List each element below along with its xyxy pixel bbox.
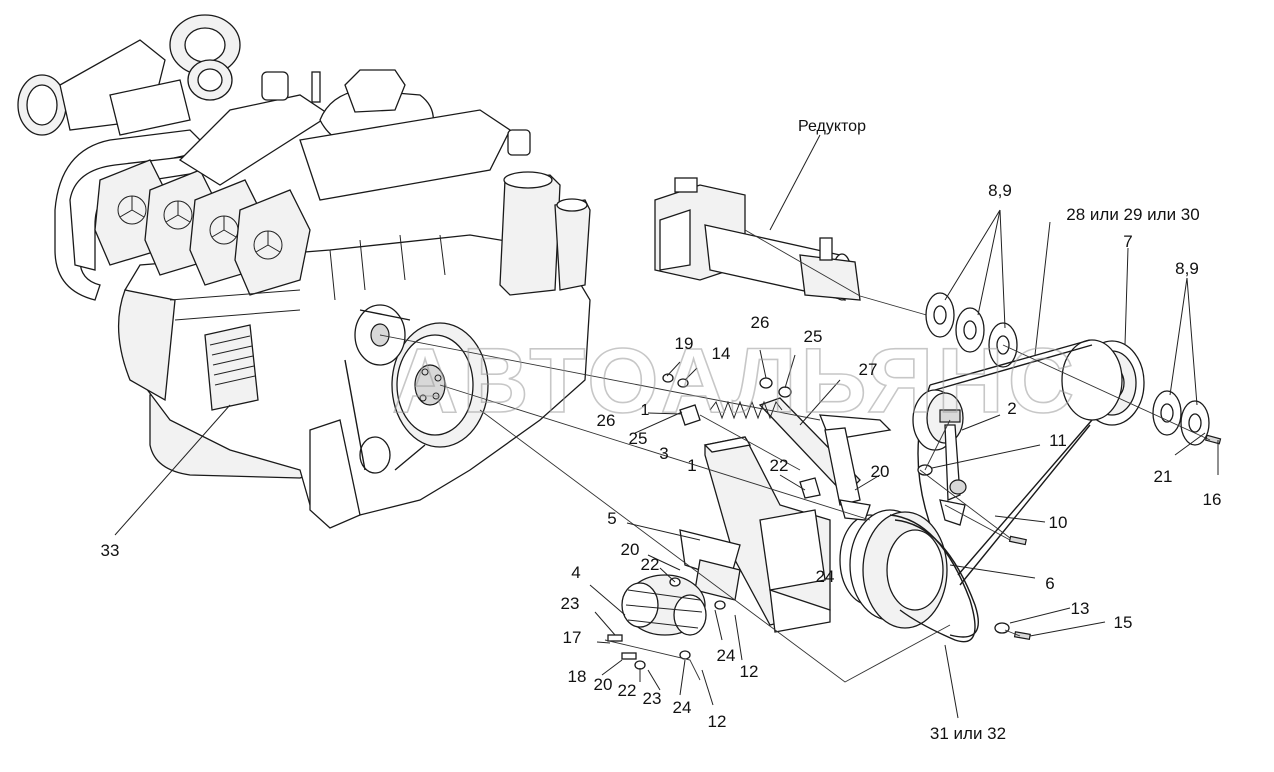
- callout-6: 6: [1045, 574, 1054, 593]
- callout-25-bottom: 25: [629, 429, 648, 448]
- valve-cover-4: [234, 189, 311, 296]
- callout-12-bottom: 12: [708, 712, 727, 731]
- callout-24-right: 24: [816, 567, 835, 586]
- callout-4: 4: [571, 563, 580, 582]
- callout-8-9-right: 8,9: [1175, 259, 1199, 278]
- compressor-pulley-6: [839, 509, 979, 643]
- callout-22-center: 22: [770, 456, 789, 475]
- leader-lines: [114, 134, 1219, 719]
- callout-23-upper: 23: [561, 594, 580, 613]
- callout-26-bottom: 26: [597, 411, 616, 430]
- callout-24-middle: 24: [717, 646, 736, 665]
- callout-33: 33: [101, 541, 120, 560]
- callout-20-center: 20: [871, 462, 890, 481]
- callout-14: 14: [712, 344, 731, 363]
- bracket-assembly: [662, 373, 892, 633]
- callout-26-top: 26: [751, 313, 770, 332]
- assembly-axis-lines: [379, 334, 1021, 683]
- callout-19: 19: [675, 334, 694, 353]
- callout-21: 21: [1154, 467, 1173, 486]
- callout-18: 18: [568, 667, 587, 686]
- callout-22-left: 22: [641, 555, 660, 574]
- callout-8-9-top: 8,9: [988, 181, 1012, 200]
- callout-28-29-30: 28 или 29 или 30: [1066, 205, 1199, 224]
- callout-27: 27: [859, 360, 878, 379]
- callout-10: 10: [1049, 513, 1068, 532]
- callout-11: 11: [1049, 431, 1067, 450]
- reducer-label: Редуктор: [798, 118, 866, 135]
- callout-15: 15: [1114, 613, 1133, 632]
- callout-13: 13: [1071, 599, 1090, 618]
- callout-23-bottom: 23: [643, 689, 662, 708]
- callout-1: 1: [687, 456, 696, 475]
- callout-20-left: 20: [621, 540, 640, 559]
- callout-24-bottom: 24: [673, 698, 692, 717]
- engine-drawing: [17, 14, 591, 529]
- flange-plates-right: [1152, 390, 1210, 446]
- callout-labels: Редуктор 33 8,9 28 или 29 или 30 7 8,9 2…: [101, 118, 1222, 743]
- callout-25-top: 25: [804, 327, 823, 346]
- callout-12-middle: 12: [740, 662, 759, 681]
- callout-1-small: 1: [641, 402, 650, 419]
- callout-2: 2: [1007, 399, 1016, 418]
- callout-3: 3: [659, 444, 668, 463]
- driven-pulley-7: [1061, 339, 1145, 426]
- callout-7: 7: [1123, 232, 1132, 251]
- callout-31-32: 31 или 32: [930, 724, 1006, 743]
- callout-17: 17: [563, 628, 582, 647]
- compressor-4: [607, 574, 726, 670]
- reducer-assembly: [654, 177, 931, 317]
- callout-5: 5: [607, 509, 616, 528]
- watermark-text: АВТОАЛЬЯНС: [392, 330, 1078, 432]
- tensioner-pulley: [912, 389, 967, 526]
- callout-20-bottom: 20: [594, 675, 613, 694]
- callout-16: 16: [1203, 490, 1222, 509]
- callout-22-bottom: 22: [618, 681, 637, 700]
